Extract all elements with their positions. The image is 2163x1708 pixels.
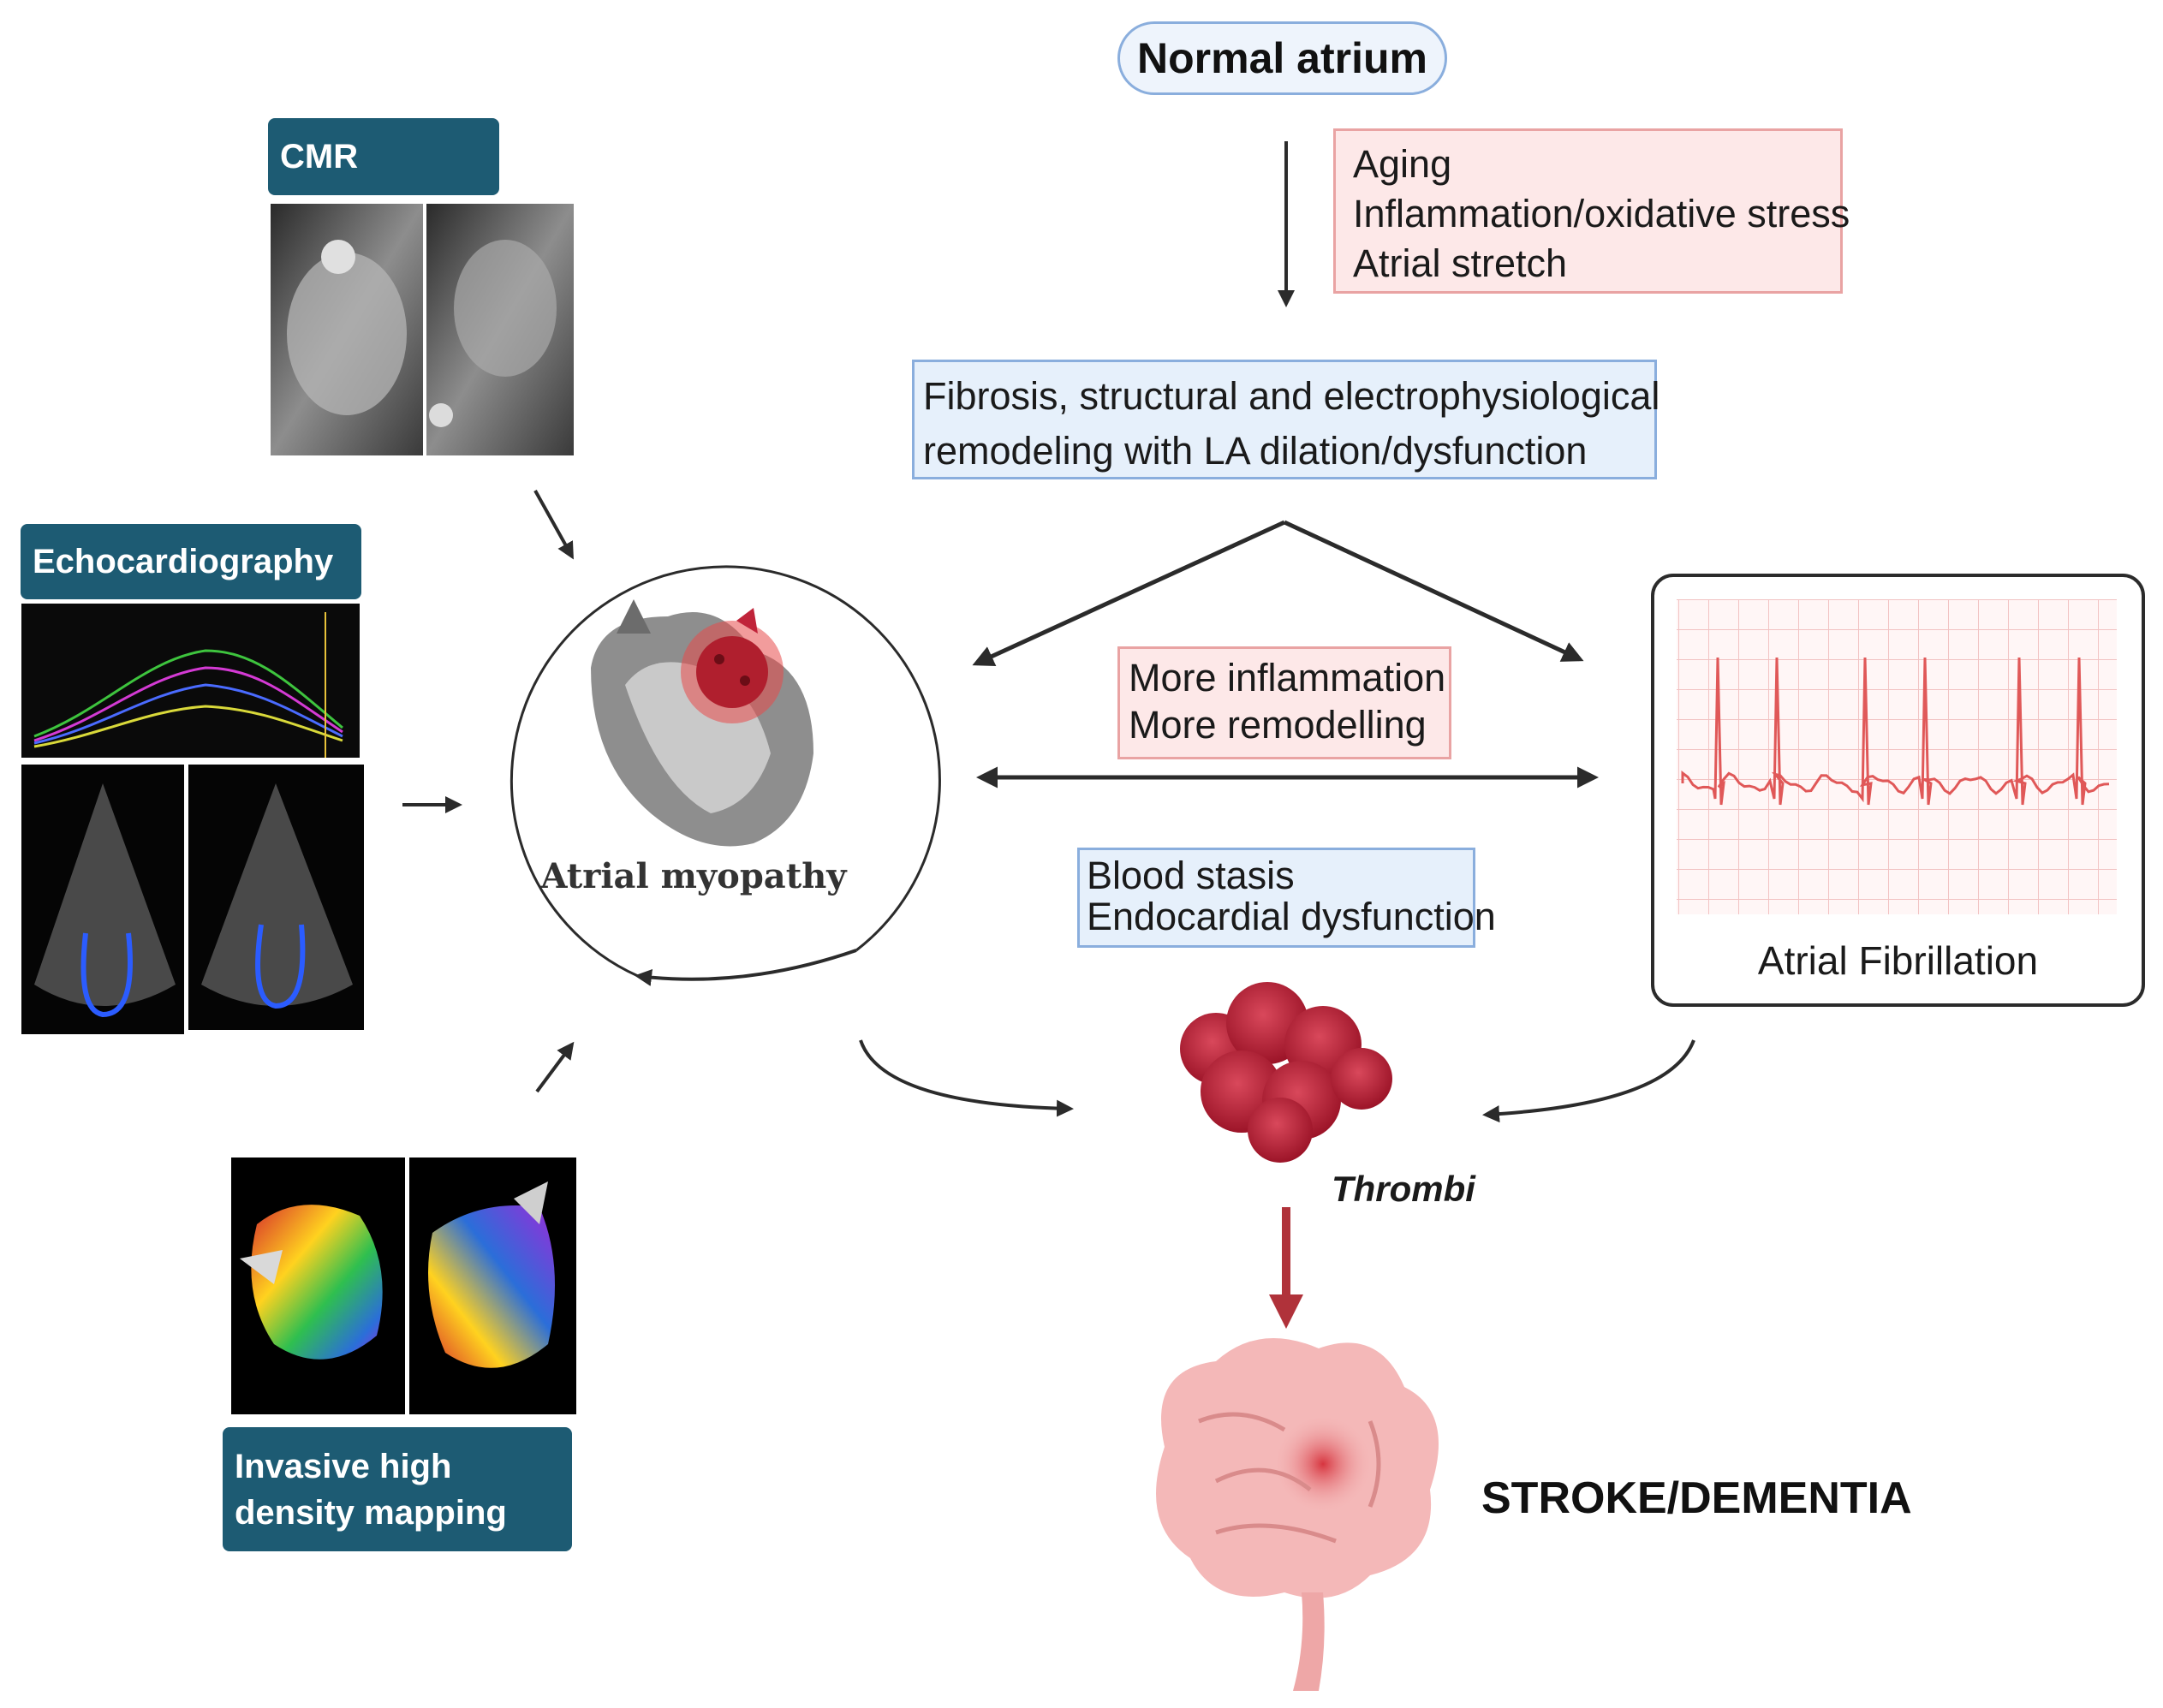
myopathy-circle — [509, 565, 941, 978]
cmr-images — [271, 204, 574, 455]
cmr-label: CMR — [268, 118, 499, 195]
remodeling-line-1: Fibrosis, structural and electrophysiolo… — [923, 374, 1660, 418]
mapping-arrow — [535, 1041, 575, 1093]
myopathy-cycle-arrow — [635, 949, 857, 986]
risk-factors-box: Aging Inflammation/oxidative stress Atri… — [1333, 128, 1850, 294]
echo-apical-images — [21, 765, 364, 1034]
normal-atrium-pill: Normal atrium — [1117, 21, 1447, 95]
mapping-label: Invasive high density mapping — [223, 1427, 572, 1551]
fork-arrow-right — [1283, 520, 1584, 662]
echo-strain-plot — [21, 604, 360, 758]
feedback-box: More inflammation More remodelling — [1117, 646, 1451, 759]
feedback-line-2: More remodelling — [1129, 703, 1427, 747]
stroke-dementia-label: STROKE/DEMENTIA — [1481, 1473, 1912, 1523]
stasis-box: Blood stasis Endocardial dysfunction — [1077, 848, 1496, 948]
fork-arrow-left — [972, 520, 1286, 667]
remodeling-line-2: remodeling with LA dilation/dysfunction — [923, 429, 1588, 473]
cmr-arrow — [533, 490, 574, 560]
heart-illustration — [591, 599, 813, 847]
ecg-trace — [1681, 657, 2110, 806]
thrombus-illustration — [1180, 982, 1392, 1163]
af-to-thrombi-arrow — [1482, 1039, 1695, 1123]
stasis-line-2: Endocardial dysfunction — [1087, 895, 1496, 938]
remodeling-box: Fibrosis, structural and electrophysiolo… — [912, 360, 1660, 479]
atrial-fibrillation-label: Atrial Fibrillation — [1757, 938, 2039, 983]
thrombi-label: Thrombi — [1332, 1169, 1475, 1209]
atrial-myopathy-label: Atrial myopathy — [540, 856, 847, 896]
mapping-images — [231, 1158, 576, 1414]
myopathy-to-thrombi-arrow — [859, 1039, 1074, 1117]
mapping-label-line-2: density mapping — [235, 1493, 507, 1532]
risk-factor-item: Inflammation/oxidative stress — [1353, 192, 1850, 235]
feedback-line-1: More inflammation — [1129, 656, 1446, 699]
risk-factor-item: Atrial stretch — [1353, 241, 1568, 285]
echocardiography-label: Echocardiography — [21, 524, 361, 599]
brain-illustration — [1156, 1338, 1439, 1691]
stasis-line-1: Blood stasis — [1087, 854, 1295, 897]
risk-factor-item: Aging — [1353, 142, 1452, 186]
mapping-label-line-1: Invasive high — [235, 1447, 452, 1485]
